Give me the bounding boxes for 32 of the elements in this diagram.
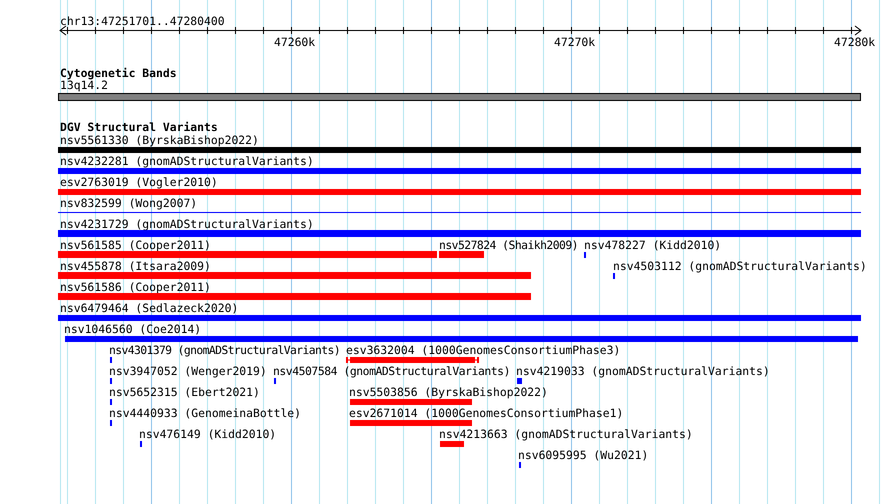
variant-label: nsv4219033 (gnomADStructuralVariants) <box>516 365 770 377</box>
variant-label: nsv4507584 (gnomADStructuralVariants) <box>273 365 510 377</box>
variant-label: nsv4213663 (gnomADStructuralVariants) <box>439 428 693 440</box>
location-label: chr13:47251701..47280400 <box>60 15 225 27</box>
variant-label: nsv478227 (Kidd2010) <box>584 239 722 251</box>
variant-label: nsv561585 (Cooper2011) <box>60 239 211 251</box>
track-title: Cytogenetic Bands <box>60 67 177 79</box>
tick-label: 47270k <box>554 36 596 48</box>
tick-label: 47280k <box>834 36 876 48</box>
variant-label: esv2671014 (1000GenomesConsortiumPhase1) <box>349 407 624 419</box>
variant-label: nsv6479464 (Sedlazeck2020) <box>60 302 238 314</box>
variant-label: nsv4232281 (gnomADStructuralVariants) <box>60 155 314 167</box>
variant-label: nsv832599 (Wong2007) <box>60 197 198 209</box>
variant-label: nsv476149 (Kidd2010) <box>139 428 276 440</box>
variant-label: nsv561586 (Cooper2011) <box>60 281 211 293</box>
variant-label: nsv6095995 (Wu2021) <box>518 449 648 461</box>
variant-label: nsv5652315 (Ebert2021) <box>109 386 260 398</box>
band-label: 13q14.2 <box>60 79 108 91</box>
tick-label: 47260k <box>274 36 316 48</box>
track-title: DGV Structural Variants <box>60 121 218 133</box>
variant-label: nsv4231729 (gnomADStructuralVariants) <box>60 218 314 230</box>
variant-label: nsv5503856 (ByrskaBishop2022) <box>349 386 548 398</box>
variant-label: nsv3947052 (Wenger2019) <box>109 365 267 377</box>
variant-label: nsv4503112 (gnomADStructuralVariants) <box>613 260 867 272</box>
variant-label: nsv4301379 (gnomADStructuralVariants) <box>109 344 340 356</box>
variant-label: nsv1046560 (Coe2014) <box>64 323 202 335</box>
variant-label: nsv527824 (Shaikh2009) <box>439 239 578 251</box>
variant-label: nsv455878 (Itsara2009) <box>60 260 211 272</box>
variant-label: nsv4440933 (GenomeinaBottle) <box>109 407 302 419</box>
variant-label: esv3632004 (1000GenomesConsortiumPhase3) <box>346 344 620 356</box>
variant-label: nsv5561330 (ByrskaBishop2022) <box>60 134 259 146</box>
variant-label: esv2763019 (Vogler2010) <box>60 176 218 188</box>
